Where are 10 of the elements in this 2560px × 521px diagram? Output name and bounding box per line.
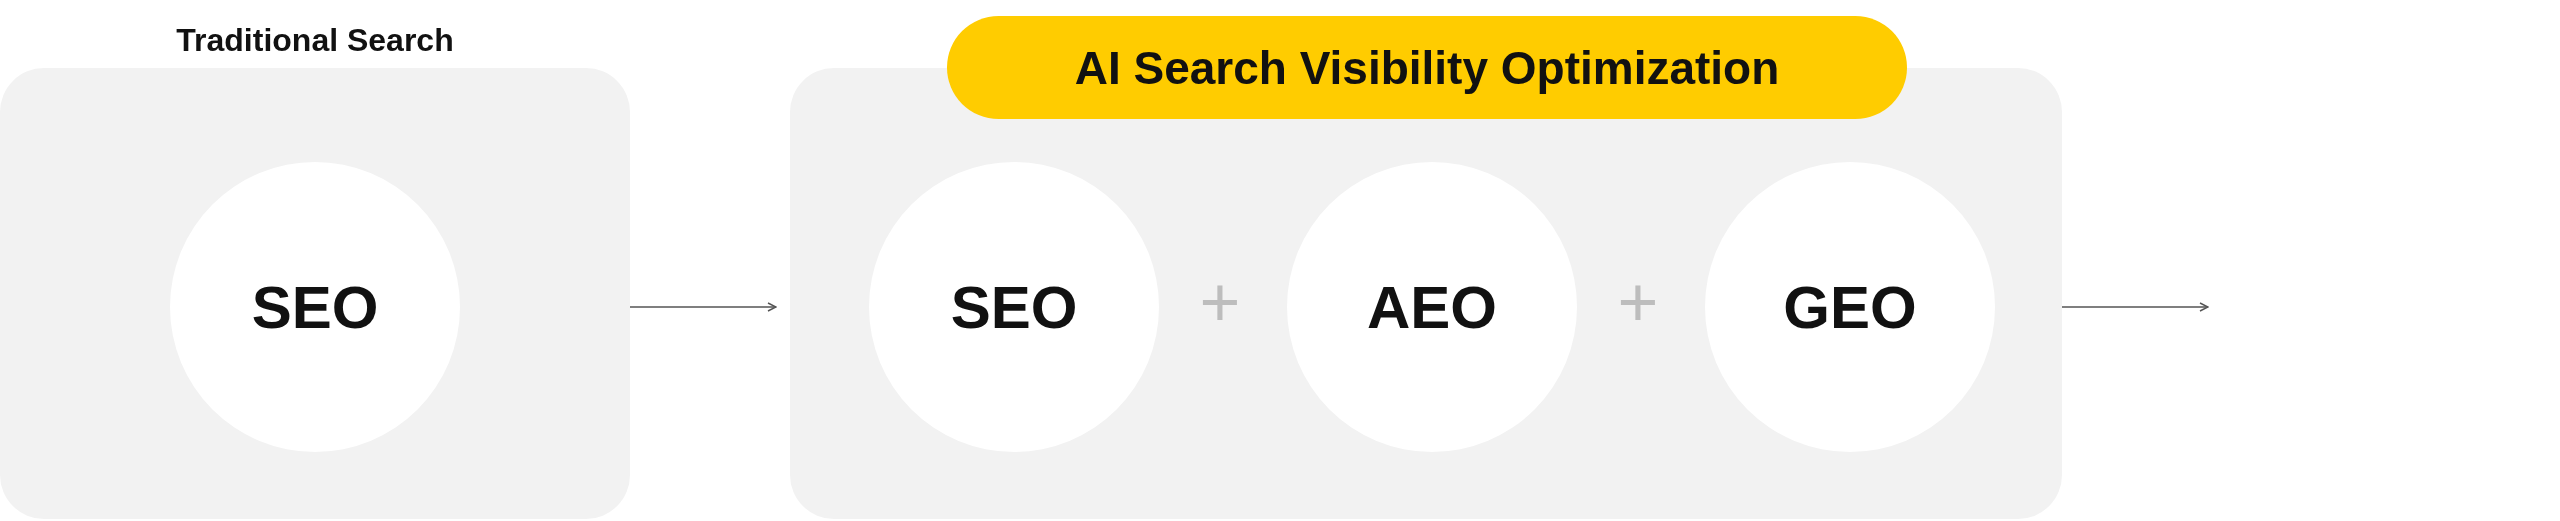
concept-label: AEO (1367, 272, 1497, 342)
arrow (2061, 302, 2209, 312)
plus-sign: + (1198, 272, 1242, 332)
concept-label: GEO (1783, 272, 1917, 342)
arrow (629, 302, 777, 312)
title-banner: AI Search Visibility Optimization (947, 16, 1907, 119)
concept-label: SEO (950, 272, 1078, 342)
section-heading: Traditional Search (176, 22, 454, 59)
plus-sign: + (1616, 272, 1660, 332)
concept-label: SEO (251, 272, 379, 342)
